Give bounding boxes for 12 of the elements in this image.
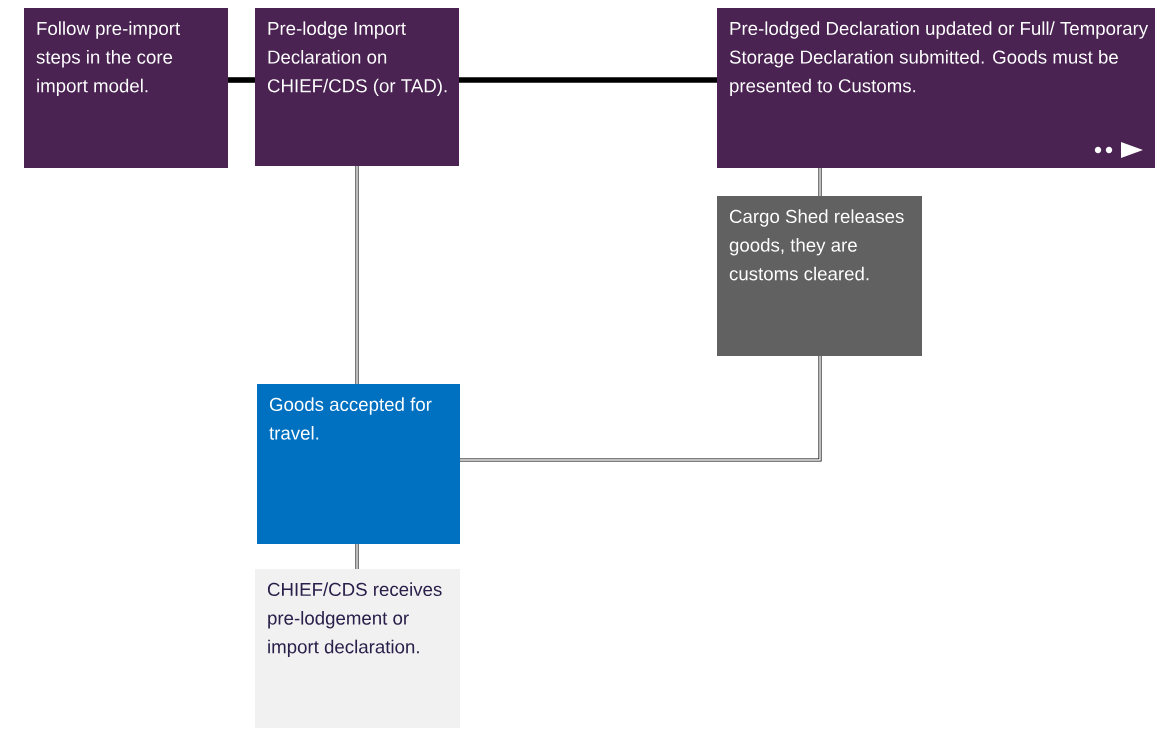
process-box: Pre-lodge Import Declaration on CHIEF/CDS (or TAD). bbox=[255, 8, 459, 166]
connector-line bbox=[459, 77, 717, 83]
connector-line bbox=[355, 543, 359, 570]
connector-line bbox=[459, 355, 822, 462]
process-box: Goods accepted for travel. bbox=[257, 384, 460, 544]
connector-line bbox=[818, 167, 822, 197]
process-box: CHIEF/CDS receives pre-lodgement or import declaration. bbox=[255, 569, 460, 728]
process-box: Follow pre-import steps in the core import model. bbox=[24, 8, 228, 168]
process-box: Pre-lodged Declaration updated or Full/ Temporary Storage Declaration submitted. Goods must be presented to Customs. bbox=[717, 8, 1155, 168]
connector-line bbox=[355, 165, 359, 385]
process-box: Cargo Shed releases goods, they are customs cleared. bbox=[717, 196, 922, 356]
connector-line bbox=[228, 77, 255, 83]
